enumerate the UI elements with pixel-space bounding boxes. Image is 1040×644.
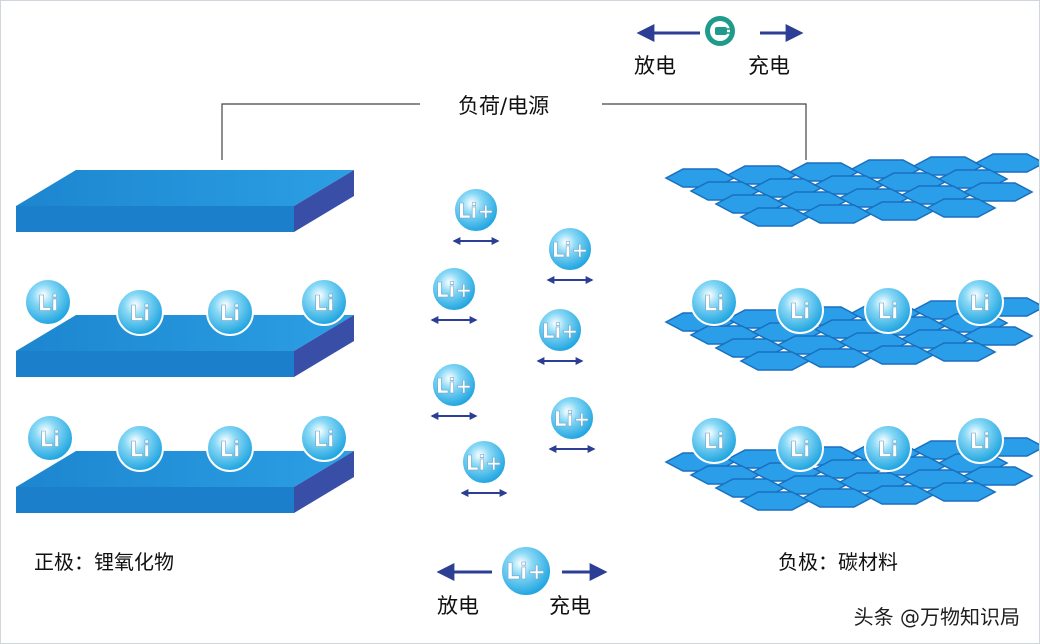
negative-li-ion: Li — [776, 286, 824, 334]
top-charge-label: 充电 — [748, 54, 790, 78]
ion-label: Li+ — [554, 407, 590, 431]
top-discharge-label: 放电 — [634, 54, 676, 78]
plug-icon — [705, 16, 735, 46]
positive-li-ion: Li — [116, 424, 164, 472]
negative-li-ion: Li — [690, 278, 738, 326]
negative-li-ion: Li — [864, 424, 912, 472]
ion-label: Li — [40, 427, 61, 451]
ion-label: Li — [130, 437, 151, 461]
ion-label: Li+ — [542, 319, 578, 343]
migrating-li-plus-ion: Li+ — [537, 307, 583, 353]
negative-li-ion: Li — [690, 416, 738, 464]
positive-li-ion: Li — [24, 278, 72, 326]
positive-slab-2 — [16, 315, 354, 377]
ion-label: Li+ — [458, 199, 494, 223]
positive-li-ion: Li — [116, 288, 164, 336]
migrating-li-plus-ion: Li+ — [431, 266, 477, 312]
load-source-label: 负荷/电源 — [458, 94, 550, 118]
ion-label: Li — [790, 299, 811, 323]
ion-label: Li+ — [466, 451, 502, 475]
ion-label: Li — [878, 299, 899, 323]
migrating-li-plus-ion: Li+ — [461, 439, 507, 485]
ion-label: Li — [970, 429, 991, 453]
bottom-discharge-label: 放电 — [437, 594, 479, 618]
migrating-li-plus-ion: Li+ — [431, 362, 477, 408]
migrating-li-plus-ion: Li+ — [453, 187, 499, 233]
ion-label: Li — [220, 301, 241, 325]
ion-label: Li+ — [436, 278, 472, 302]
ion-label: Li — [130, 301, 151, 325]
ion-label: Li — [38, 291, 59, 315]
graphene-sheet-1 — [664, 153, 1040, 227]
negative-li-ion: Li — [776, 424, 824, 472]
positive-li-ion: Li — [206, 288, 254, 336]
migrating-li-plus-ion: Li+ — [549, 395, 595, 441]
bottom-li-plus-ion: Li+ — [500, 545, 552, 597]
positive-li-ion: Li — [300, 278, 348, 326]
ion-label: Li+ — [552, 238, 588, 262]
negative-electrode-label: 负极：碳材料 — [778, 550, 898, 574]
positive-slab-3 — [16, 451, 354, 513]
ion-label: Li — [220, 437, 241, 461]
negative-li-ion: Li — [956, 416, 1004, 464]
migrating-li-plus-ion: Li+ — [547, 226, 593, 272]
migrating-ions: Li+ Li+ Li+ Li+ Li+ Li+ Li+ — [430, 187, 596, 497]
ion-label: Li — [790, 437, 811, 461]
positive-li-ion: Li — [206, 424, 254, 472]
bottom-charge-label: 充电 — [549, 594, 591, 618]
ion-label: Li — [704, 291, 725, 315]
positive-electrode-label: 正极：锂氧化物 — [34, 550, 174, 574]
watermark: 头条 @万物知识局 — [853, 605, 1020, 629]
positive-li-ion: Li — [26, 414, 74, 462]
ion-label: Li — [878, 437, 899, 461]
ion-label: Li — [704, 429, 725, 453]
positive-li-ion: Li — [300, 414, 348, 462]
negative-li-ion: Li — [956, 278, 1004, 326]
ion-label: Li+ — [436, 374, 472, 398]
circuit-wire — [221, 103, 807, 160]
negative-li-ion: Li — [864, 286, 912, 334]
ion-label: Li — [970, 291, 991, 315]
bottom-ion-label: Li+ — [506, 560, 546, 585]
ion-label: Li — [314, 427, 335, 451]
ion-label: Li — [314, 291, 335, 315]
positive-slab-1 — [16, 170, 354, 232]
